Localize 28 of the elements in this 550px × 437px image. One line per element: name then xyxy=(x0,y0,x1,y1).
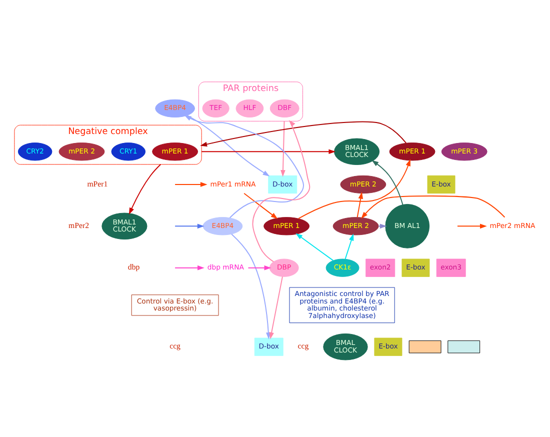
node-box xyxy=(408,340,442,353)
arrow xyxy=(296,232,334,260)
arrow xyxy=(456,223,487,228)
arrow xyxy=(372,160,404,205)
arrow xyxy=(174,182,208,186)
arrow xyxy=(244,192,278,218)
arrow xyxy=(361,195,506,218)
arrow xyxy=(184,114,304,218)
arrow xyxy=(186,114,270,176)
arrow xyxy=(269,276,283,339)
label: mPer2 xyxy=(68,220,90,230)
arrow xyxy=(174,223,204,228)
arrow xyxy=(298,158,410,219)
arrow xyxy=(248,264,272,270)
arrow xyxy=(231,233,271,339)
label: ccg xyxy=(298,341,309,350)
arrow xyxy=(174,264,204,270)
arrow xyxy=(252,120,310,262)
label: dbp xyxy=(128,262,140,272)
arrow xyxy=(200,120,407,146)
arrow xyxy=(344,233,354,260)
arrow xyxy=(201,148,336,154)
node-box xyxy=(448,340,480,353)
arrow xyxy=(128,163,162,214)
label: mPer1 xyxy=(87,178,108,188)
arrow xyxy=(356,191,364,218)
label: ccg xyxy=(170,341,180,350)
arrow xyxy=(280,120,286,176)
